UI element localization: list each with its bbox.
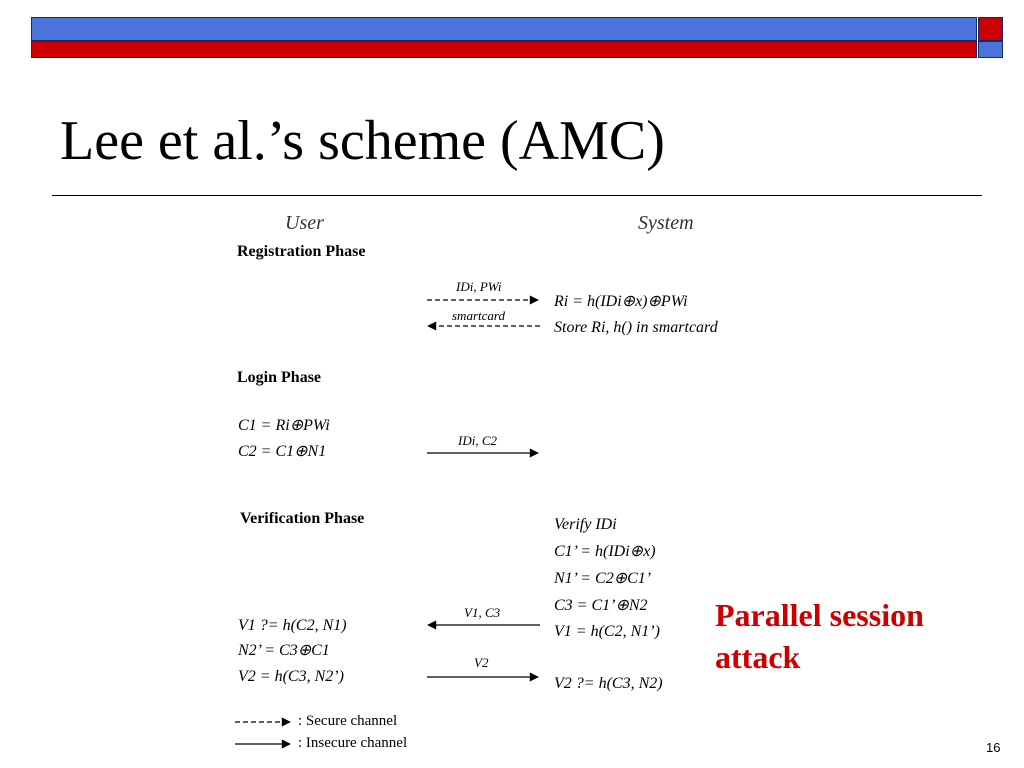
header-band-blue [31, 17, 977, 41]
system-line-c1-prime: C1’ = h(IDi⊕x) [554, 543, 656, 560]
legend-insecure-channel: : Insecure channel [298, 735, 408, 751]
title-divider [52, 195, 982, 196]
system-line-verify: Verify IDi [554, 516, 617, 533]
system-line-c3: C3 = C1’⊕N2 [554, 597, 648, 614]
user-line-v1-check: V1 ?= h(C2, N1) [238, 617, 347, 634]
system-line-ri: Ri = h(IDi⊕x)⊕PWi [554, 293, 688, 310]
callout-line-2: attack [715, 638, 801, 675]
system-line-n1-prime: N1’ = C2⊕C1’ [554, 570, 652, 587]
phase-heading-registration: Registration Phase [237, 243, 366, 260]
header-band-red [31, 41, 977, 58]
header-square-blue [978, 41, 1003, 58]
header-square-red [978, 17, 1003, 41]
page-number: 16 [986, 740, 1001, 755]
user-line-c2: C2 = C1⊕N1 [238, 443, 327, 460]
slide-title: Lee et al.’s scheme (AMC) [60, 110, 665, 172]
system-line-v2-check: V2 ?= h(C3, N2) [554, 675, 663, 692]
msg-label-v2: V2 [474, 655, 489, 670]
msg-label-id-pw: IDi, PWi [456, 279, 502, 294]
msg-label-id-c2: IDi, C2 [458, 433, 497, 448]
user-line-n2-prime: N2’ = C3⊕C1 [238, 642, 330, 659]
phase-heading-login: Login Phase [237, 369, 322, 386]
system-line-store: Store Ri, h() in smartcard [554, 319, 718, 336]
phase-heading-verification: Verification Phase [240, 510, 365, 527]
msg-label-v1-c3: V1, C3 [464, 605, 501, 620]
user-line-c1: C1 = Ri⊕PWi [238, 417, 330, 434]
system-line-v1: V1 = h(C2, N1’) [554, 623, 660, 640]
parallel-session-attack-callout: Parallel session attack [715, 595, 924, 678]
column-header-user: User [285, 212, 324, 234]
legend-secure-channel: : Secure channel [298, 713, 398, 729]
callout-line-1: Parallel session [715, 597, 924, 633]
user-line-v2: V2 = h(C3, N2’) [238, 668, 344, 685]
msg-label-smartcard: smartcard [452, 308, 505, 323]
column-header-system: System [638, 212, 694, 234]
